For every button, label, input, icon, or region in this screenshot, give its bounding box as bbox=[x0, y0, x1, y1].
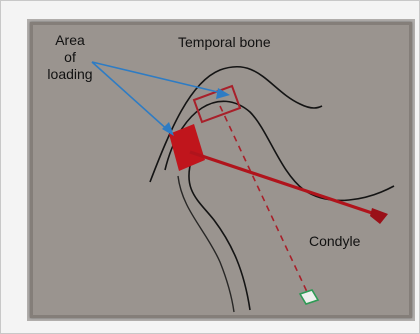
temporal-bone-label: Temporal bone bbox=[178, 34, 271, 51]
condyle-label: Condyle bbox=[309, 233, 360, 250]
area-of-loading-label: Area of loading bbox=[38, 32, 102, 83]
area-label-line2: of bbox=[38, 49, 102, 66]
area-label-line3: loading bbox=[38, 66, 102, 83]
area-label-line1: Area bbox=[38, 32, 102, 49]
